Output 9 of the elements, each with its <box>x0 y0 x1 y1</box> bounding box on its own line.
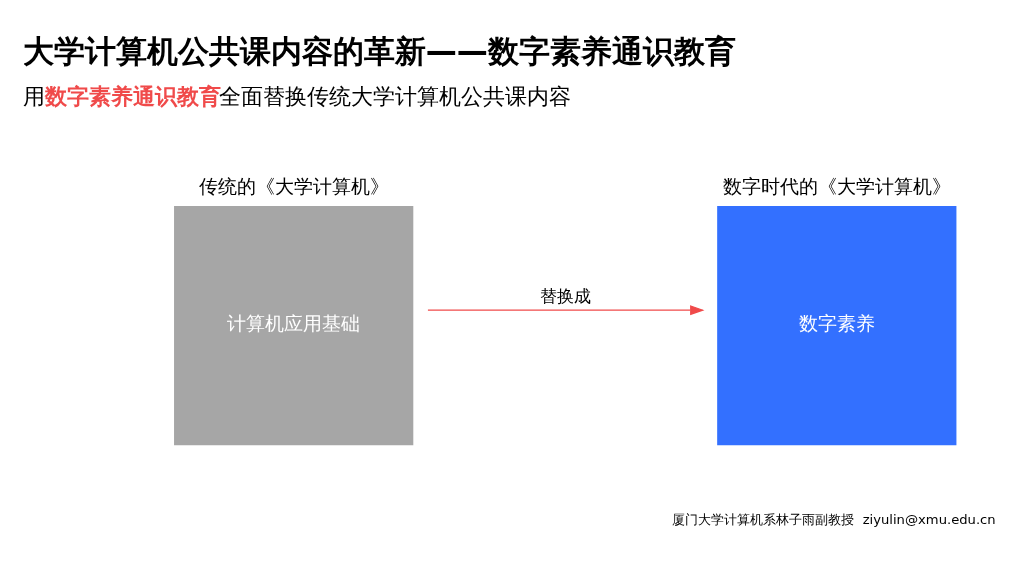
node-box: 数字素养 <box>717 206 957 446</box>
node-box: 计算机应用基础 <box>174 206 414 446</box>
label: 厦门大学计算机系林子雨副教授 ziyulin@xmu.edu.cn <box>672 512 996 528</box>
edge-label: 替换成 <box>539 286 591 306</box>
label: 用数字素养通识教育全面替换传统大学计算机公共课内容 <box>22 83 571 109</box>
arrow <box>427 305 705 316</box>
node-label: 数字时代的《大学计算机》 <box>723 174 952 198</box>
diagram-title: 大学计算机公共课内容的革新——数字素养通识教育 <box>22 33 736 70</box>
node-label: 传统的《大学计算机》 <box>199 174 390 198</box>
